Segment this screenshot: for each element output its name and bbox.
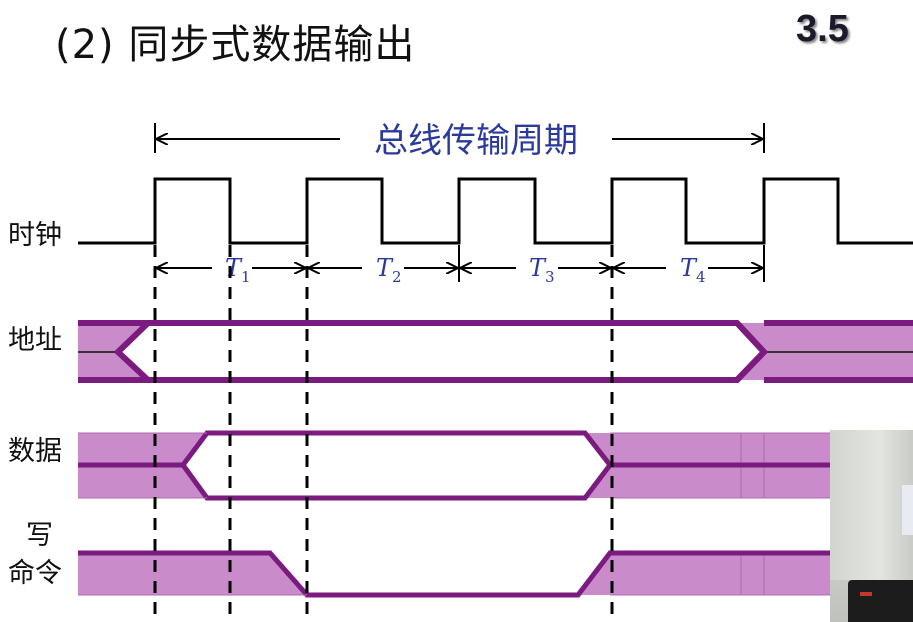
bus-cycle-label: 总线传输周期 (374, 121, 578, 161)
laptop-image (848, 580, 913, 622)
clock-waveform (78, 177, 913, 245)
page-title: (2) 同步式数据输出 (55, 22, 416, 68)
period-4-label: T4 (680, 254, 706, 286)
period-3-label: T3 (529, 254, 555, 286)
period-labels: T1 T2 T3 T4 (225, 254, 706, 286)
section-number: 3.5 (796, 8, 849, 50)
bus-cycle-bracket: 总线传输周期 (154, 121, 765, 161)
lecture-video-inset (830, 430, 913, 622)
data-signal-label: 数据 (8, 436, 62, 467)
data-waveform (78, 430, 830, 501)
clock-signal-label: 时钟 (8, 220, 62, 251)
period-ticks (458, 245, 765, 282)
address-signal-label: 地址 (8, 325, 62, 356)
video-board-edge (902, 485, 913, 535)
period-2-label: T2 (376, 254, 402, 286)
laptop-logo (860, 592, 872, 596)
video-wall (830, 430, 913, 580)
write-signal-label-line1: 写 (26, 520, 53, 551)
address-waveform (78, 320, 913, 383)
write-signal-label-line2: 命令 (8, 558, 62, 589)
write-command-waveform (78, 550, 830, 598)
